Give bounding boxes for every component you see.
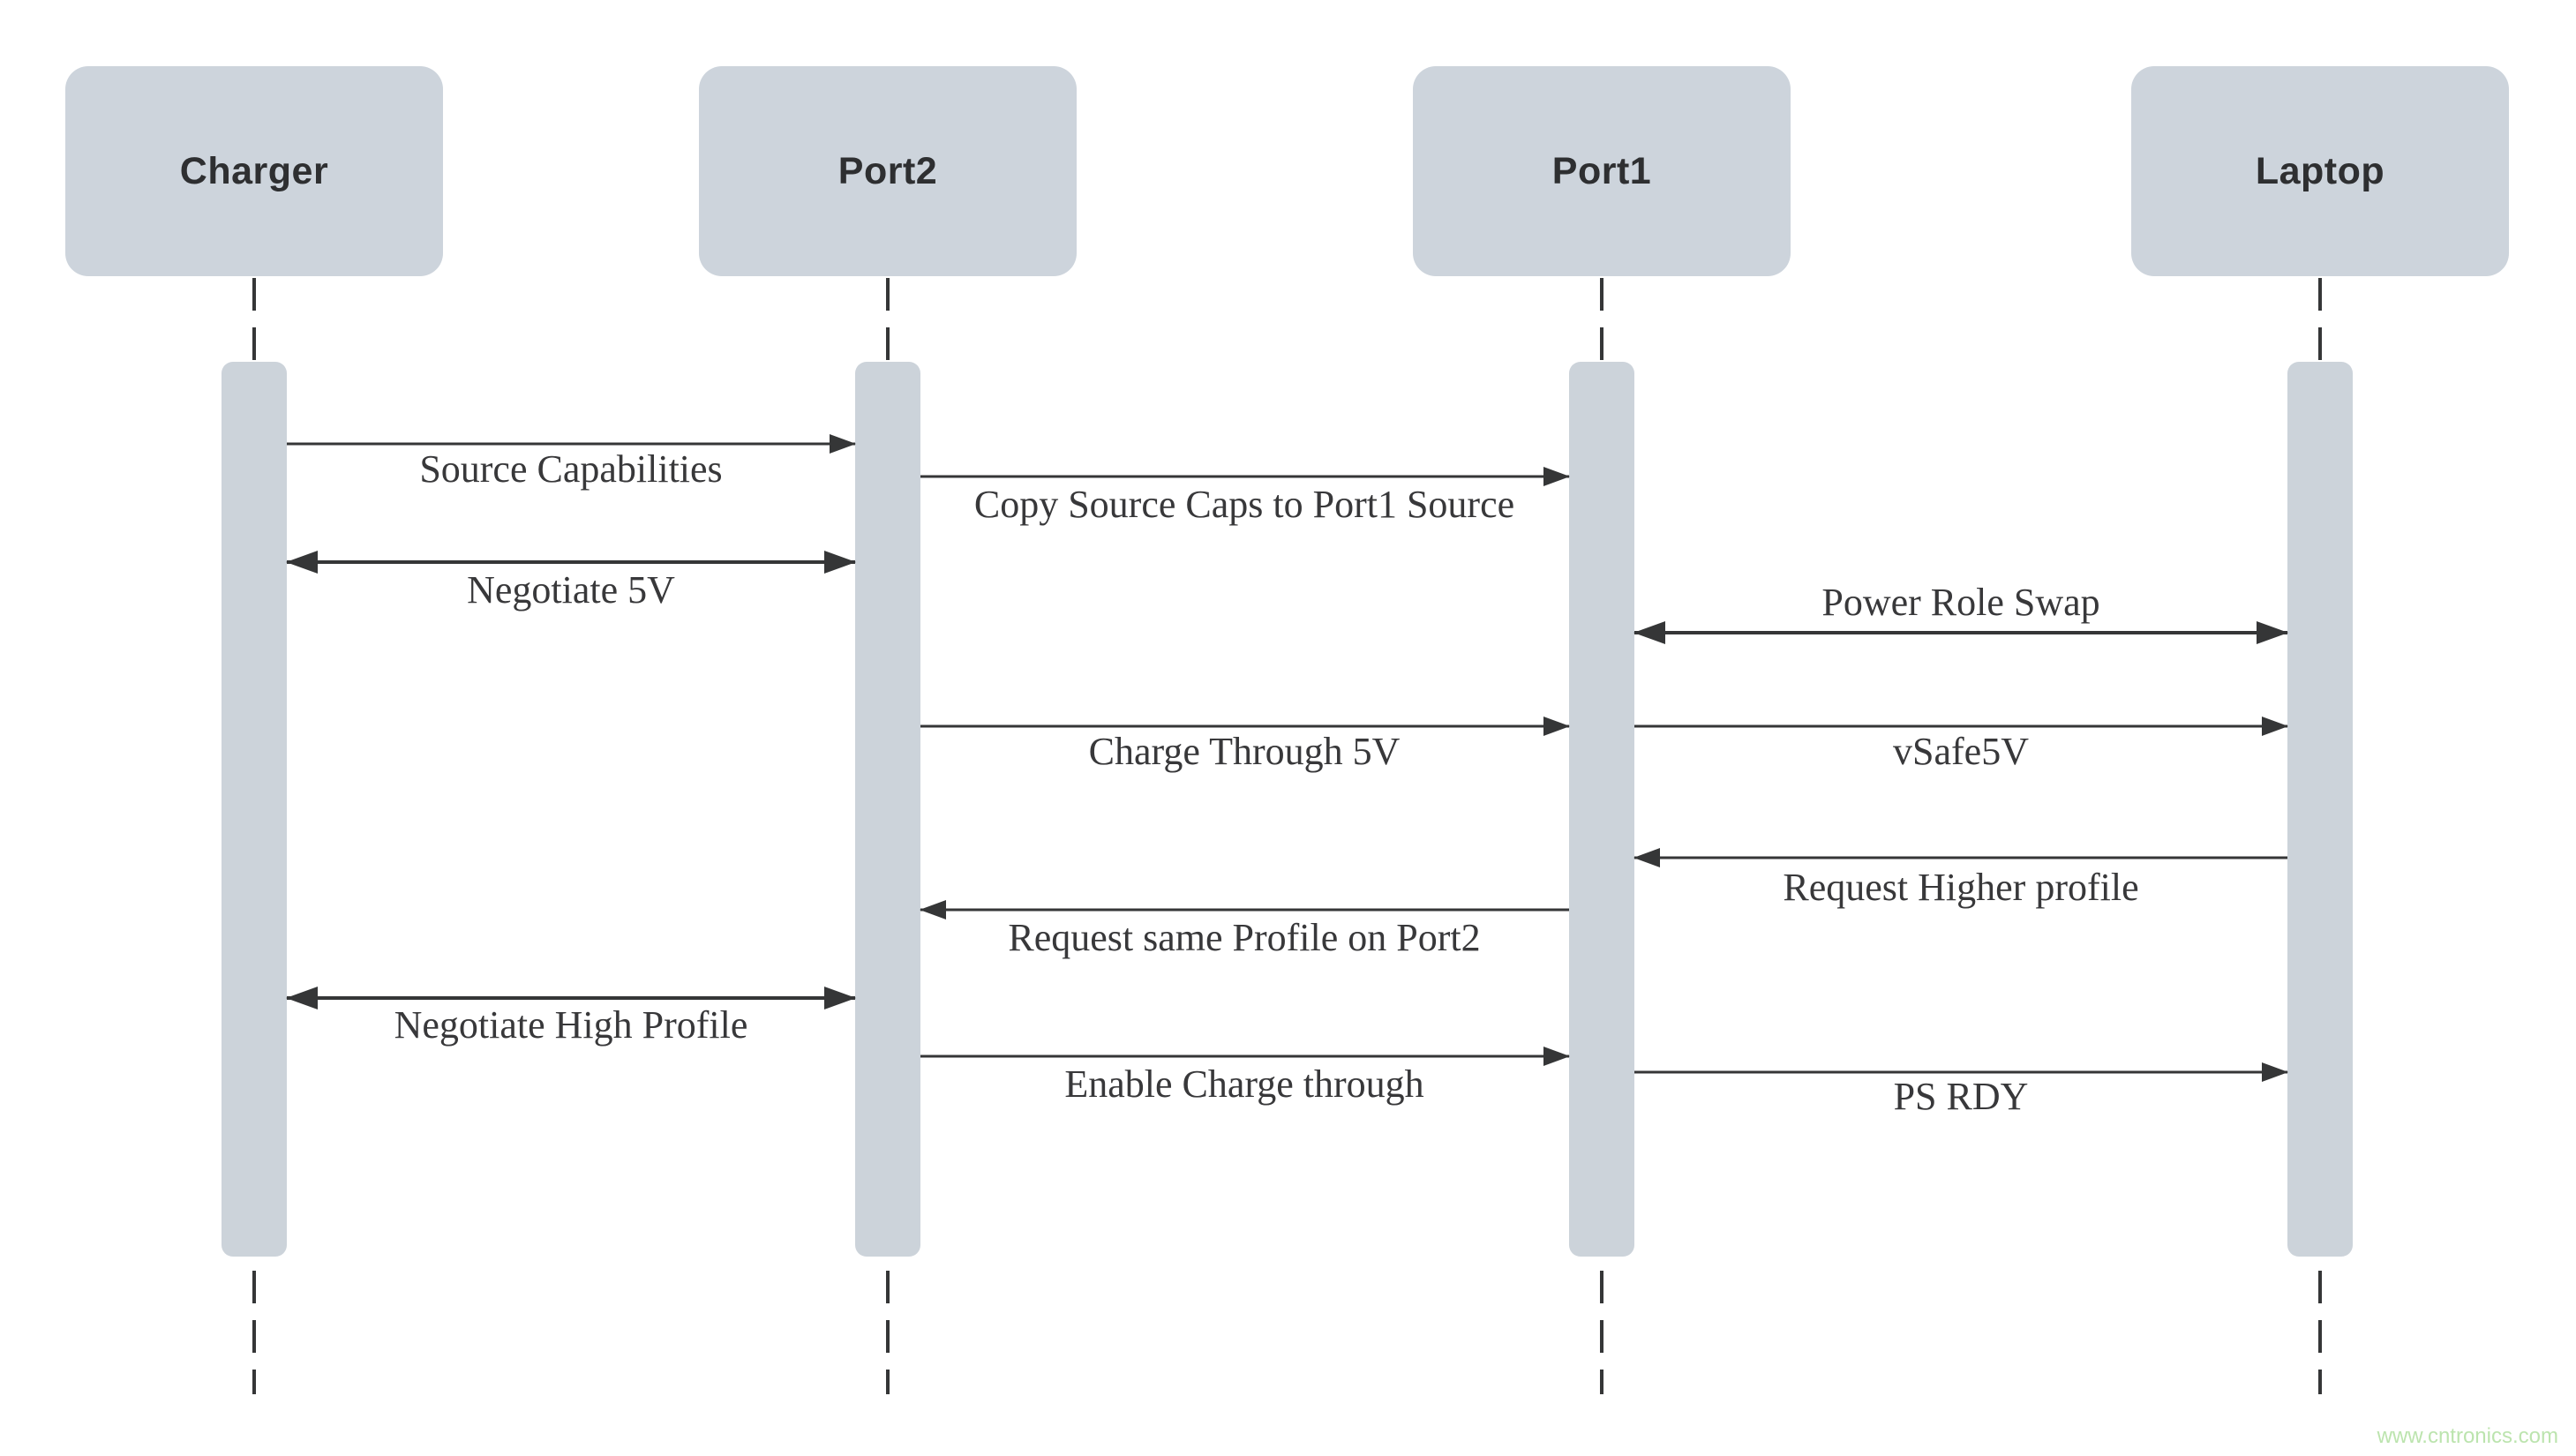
message-label-negotiate-high-profile: Negotiate High Profile: [394, 1003, 748, 1047]
activation-bar-port1: [1569, 362, 1634, 1257]
message-label-copy-source-caps: Copy Source Caps to Port1 Source: [974, 483, 1514, 526]
message-label-enable-charge-through: Enable Charge through: [1064, 1062, 1423, 1106]
message-label-charge-through-5v: Charge Through 5V: [1089, 730, 1401, 773]
message-negotiate-high-profile: Negotiate High Profile: [286, 987, 856, 1047]
participant-charger: Charger: [65, 66, 443, 276]
participant-port1: Port1: [1413, 66, 1791, 276]
message-power-role-swap: Power Role Swap: [1633, 581, 2288, 644]
message-request-same-profile: Request same Profile on Port2: [920, 900, 1569, 959]
message-copy-source-caps: Copy Source Caps to Port1 Source: [920, 467, 1570, 526]
message-label-vsafe5v: vSafe5V: [1893, 730, 2029, 773]
participant-laptop: Laptop: [2131, 66, 2509, 276]
message-label-power-role-swap: Power Role Swap: [1821, 581, 2099, 624]
watermark: www.cntronics.com: [2377, 1424, 2558, 1448]
message-enable-charge-through: Enable Charge through: [920, 1047, 1570, 1106]
activation-bar-charger: [222, 362, 287, 1257]
message-label-request-same-profile: Request same Profile on Port2: [1008, 916, 1480, 959]
message-vsafe5v: vSafe5V: [1634, 717, 2288, 773]
message-charge-through-5v: Charge Through 5V: [920, 717, 1570, 773]
message-ps-rdy: PS RDY: [1634, 1062, 2288, 1118]
participant-port2: Port2: [699, 66, 1077, 276]
message-label-negotiate-5v: Negotiate 5V: [467, 568, 675, 612]
message-request-higher-profile: Request Higher profile: [1633, 848, 2287, 909]
message-label-ps-rdy: PS RDY: [1894, 1075, 2029, 1118]
message-source-capabilities: Source Capabilities: [287, 434, 856, 491]
message-label-source-capabilities: Source Capabilities: [419, 447, 722, 491]
message-negotiate-5v: Negotiate 5V: [286, 551, 856, 612]
message-label-request-higher-profile: Request Higher profile: [1783, 866, 2138, 909]
activation-bar-port2: [855, 362, 920, 1257]
activation-bar-laptop: [2287, 362, 2353, 1257]
